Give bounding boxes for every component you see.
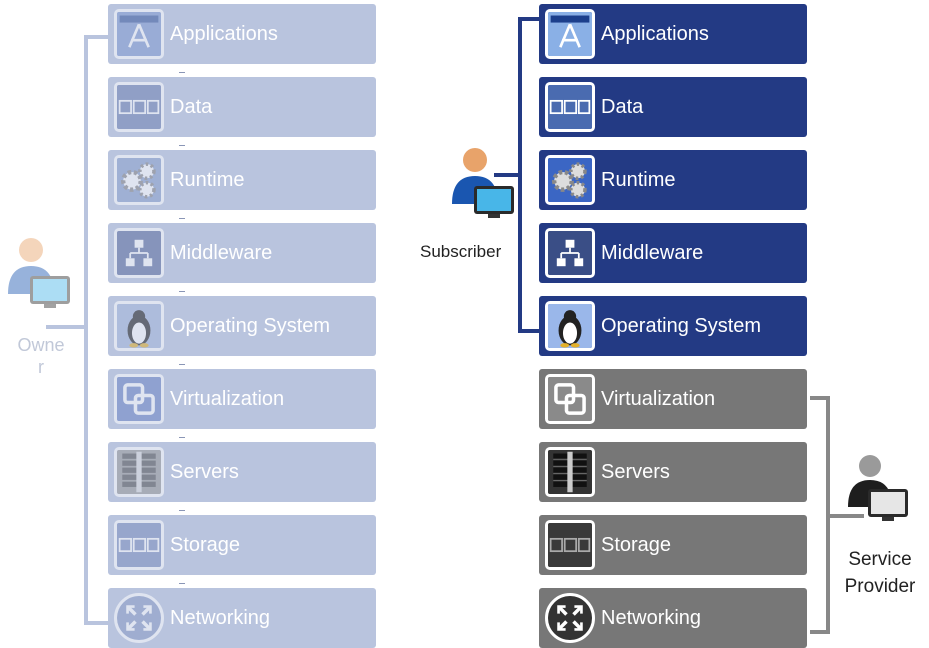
subscriber-user-icon (448, 146, 518, 229)
provider-layer-virtualization: Virtualization (539, 369, 807, 429)
subscriber-layer-applications: Applications (539, 4, 807, 64)
service-provider-caption: Service Provider (834, 546, 926, 600)
layer-label: Operating System (601, 315, 762, 337)
owner-layer-label: Operating System (170, 315, 331, 337)
owner-layer-runtime: Runtime (108, 150, 376, 210)
subscriber-layer-middleware: Middleware (539, 223, 807, 283)
server-rack-icon (114, 447, 164, 497)
owner-layer-servers: Servers (108, 442, 376, 502)
owner-layer-label: Virtualization (170, 388, 285, 410)
owner-layer-label: Servers (170, 461, 239, 483)
owner-layer-virtualization: Virtualization (108, 369, 376, 429)
storage-blocks-icon (114, 520, 164, 570)
layer-label: Servers (601, 461, 670, 483)
subscriber-layer-runtime: Runtime (539, 150, 807, 210)
owner-layer-label: Networking (170, 607, 271, 629)
layer-label: Applications (601, 23, 709, 45)
provider-layer-storage: Storage (539, 515, 807, 575)
virtualization-icon (545, 374, 595, 424)
owner-layer-storage: Storage (108, 515, 376, 575)
provider-layer-networking: Networking (539, 588, 807, 648)
service-provider-caption-line2: Provider (844, 576, 916, 597)
owner-layer-label: Storage (170, 534, 241, 556)
data-blocks-icon (545, 82, 595, 132)
service-provider-user-icon (846, 453, 912, 532)
virtualization-icon (114, 374, 164, 424)
owner-layer-data: Data (108, 77, 376, 137)
layer-label: Networking (601, 607, 702, 629)
owner-layer-applications: Applications (108, 4, 376, 64)
app-store-icon (545, 9, 595, 59)
layer-label: Data (601, 96, 644, 118)
network-hierarchy-icon (114, 228, 164, 278)
app-store-icon (114, 9, 164, 59)
gears-icon (545, 155, 595, 205)
owner-layer-label: Runtime (170, 169, 245, 191)
owner-layer-middleware: Middleware (108, 223, 376, 283)
layer-label: Virtualization (601, 388, 716, 410)
storage-blocks-icon (545, 520, 595, 570)
subscriber-layer-operating-system: Operating System (539, 296, 807, 356)
layer-label: Middleware (601, 242, 704, 264)
gears-icon (114, 155, 164, 205)
owner-layer-operating-system: Operating System (108, 296, 376, 356)
owner-layer-label: Applications (170, 23, 278, 45)
network-arrows-icon (545, 593, 595, 643)
subscriber-bracket (518, 17, 522, 333)
owner-layer-label: Data (170, 96, 213, 118)
linux-penguin-icon (545, 301, 595, 351)
owner-bracket (84, 37, 88, 625)
owner-user-icon (6, 232, 72, 315)
server-rack-icon (545, 447, 595, 497)
data-blocks-icon (114, 82, 164, 132)
network-hierarchy-icon (545, 228, 595, 278)
layer-label: Storage (601, 534, 672, 556)
owner-layer-networking: Networking (108, 588, 376, 648)
service-provider-caption-line1: Service (848, 549, 912, 570)
linux-penguin-icon (114, 301, 164, 351)
subscriber-caption: Subscriber (420, 242, 502, 261)
provider-layer-servers: Servers (539, 442, 807, 502)
owner-caption: Owne r (17, 335, 65, 377)
subscriber-layer-data: Data (539, 77, 807, 137)
network-arrows-icon (114, 593, 164, 643)
layer-label: Runtime (601, 169, 676, 191)
owner-layer-label: Middleware (170, 242, 273, 264)
